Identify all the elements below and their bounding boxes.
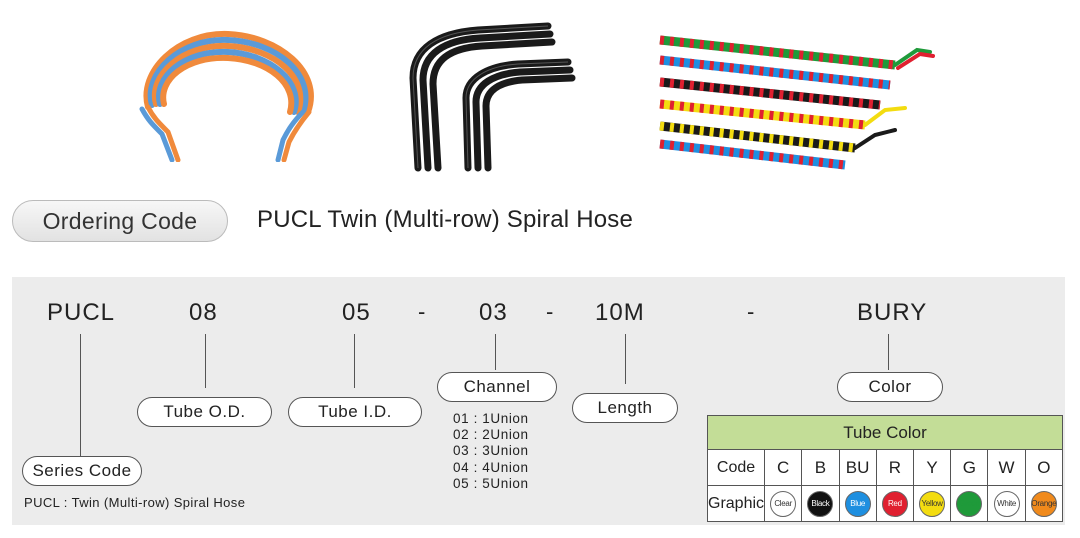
color-graphic-cell: Yellow [912, 485, 952, 522]
code-part-color: BURY [857, 299, 928, 326]
table-row: Graphic Clear Black Blue Red Yellow Green Whit… [706, 485, 1064, 522]
tube-id-label: Tube I.D. [288, 397, 422, 427]
color-graphic-cell: Red [875, 485, 914, 522]
color-swatch: Black [807, 490, 834, 517]
color-swatch: Red [881, 490, 908, 517]
code-row-label: Code [706, 449, 766, 486]
color-code-cell: R [875, 449, 914, 486]
color-code-cell: B [801, 449, 840, 486]
graphic-row-label: Graphic [706, 485, 766, 522]
orange-blue-spiral-hose-photo [139, 30, 314, 162]
color-code-cell: BU [838, 449, 877, 486]
color-graphic-cell: Blue [838, 485, 877, 522]
color-graphic-cell: White [987, 485, 1026, 522]
color-code-cell: O [1024, 449, 1064, 486]
list-item: 05 : 5Union [453, 475, 529, 491]
code-part-length: 10M [595, 299, 645, 326]
code-part-tube-id: 05 [342, 299, 371, 326]
channel-connector-line [495, 334, 496, 370]
color-connector-line [888, 334, 889, 370]
tube-od-connector-line [205, 334, 206, 388]
color-code-cell: W [987, 449, 1026, 486]
color-code-cell: G [950, 449, 989, 486]
list-item: 02 : 2Union [453, 427, 529, 443]
ordering-code-badge: Ordering Code [12, 200, 228, 242]
color-swatch: Yellow [919, 490, 946, 517]
code-separator: - [418, 299, 426, 324]
channel-options-list: 01 : 1Union 02 : 2Union 03 : 3Union 04 :… [453, 411, 529, 492]
list-item: 01 : 1Union [453, 411, 529, 426]
multicolor-spiral-hoses-photo [659, 35, 935, 170]
code-separator: - [747, 299, 755, 324]
color-code-cell: Y [912, 449, 952, 486]
color-swatch: Green [956, 490, 983, 517]
black-spiral-hose-photo [409, 22, 576, 172]
color-graphic-cell: Green [950, 485, 989, 522]
color-graphic-cell: Black [801, 485, 840, 522]
length-label: Length [572, 393, 678, 423]
tube-od-label: Tube O.D. [137, 397, 272, 427]
ordering-code-label: Ordering Code [42, 207, 198, 234]
color-code-cell: C [764, 449, 803, 486]
list-item: 03 : 3Union [453, 443, 529, 459]
code-part-tube-od: 08 [189, 299, 218, 326]
color-label: Color [837, 372, 943, 402]
tube-color-table-title: Tube Color [707, 415, 1063, 450]
color-swatch: White [993, 490, 1020, 517]
channel-label: Channel [437, 372, 557, 402]
color-swatch: Clear [770, 490, 797, 517]
length-connector-line [625, 334, 626, 384]
code-part-channel: 03 [479, 299, 508, 326]
series-code-label: Series Code [22, 456, 142, 486]
series-connector-line [80, 334, 81, 456]
color-graphic-cell: Orange [1024, 485, 1064, 522]
series-description: PUCL : Twin (Multi-row) Spiral Hose [24, 495, 246, 510]
code-part-series: PUCL [47, 299, 116, 326]
tube-id-connector-line [354, 334, 355, 388]
code-separator: - [546, 299, 554, 324]
color-graphic-cell: Clear [764, 485, 803, 522]
color-swatch: Orange [1030, 490, 1057, 517]
page-title: PUCL Twin (Multi-row) Spiral Hose [257, 206, 634, 233]
color-swatch: Blue [844, 490, 871, 517]
list-item: 04 : 4Union [453, 459, 529, 475]
